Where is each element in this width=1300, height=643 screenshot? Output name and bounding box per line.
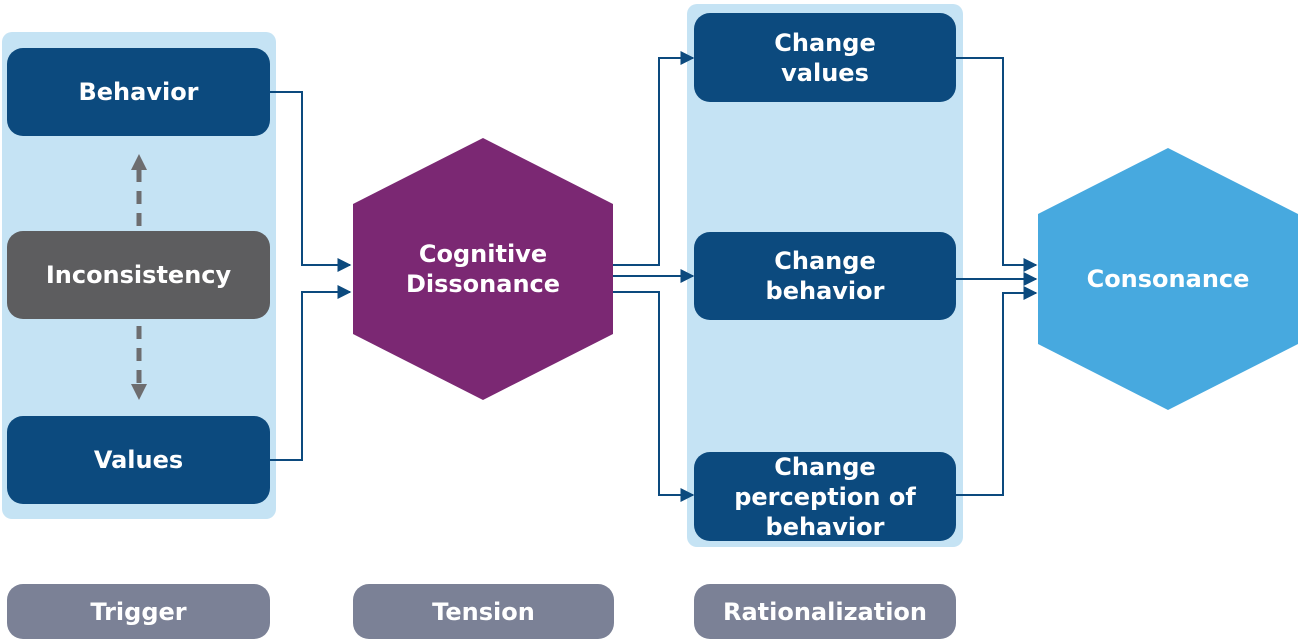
values-to-dissonance-connector <box>270 285 352 461</box>
change-values-to-consonance-connector <box>956 57 1038 272</box>
change-perception-box: Change perception of behavior <box>694 452 956 541</box>
change-values-box: Change values <box>694 13 956 102</box>
cognitive-dissonance-hexagon <box>353 138 613 400</box>
inconsistency-box: Inconsistency <box>7 231 270 319</box>
consonance-label: Consonance <box>1086 265 1250 293</box>
phase-tension-label: Tension <box>353 584 614 639</box>
dissonance-to-change-perception-connector <box>613 291 695 502</box>
dissonance-to-change-values-connector <box>613 51 695 266</box>
consonance-hexagon <box>1038 148 1298 410</box>
phase-trigger-label: Trigger <box>7 584 270 639</box>
cognitive-dissonance-label: Cognitive Dissonance <box>405 240 561 298</box>
behavior-to-dissonance-connector <box>270 91 352 272</box>
change-perception-to-consonance-connector <box>956 286 1038 496</box>
change-behavior-box: Change behavior <box>694 232 956 320</box>
phase-rationalization-label: Rationalization <box>694 584 956 639</box>
behavior-box: Behavior <box>7 48 270 136</box>
values-box: Values <box>7 416 270 504</box>
